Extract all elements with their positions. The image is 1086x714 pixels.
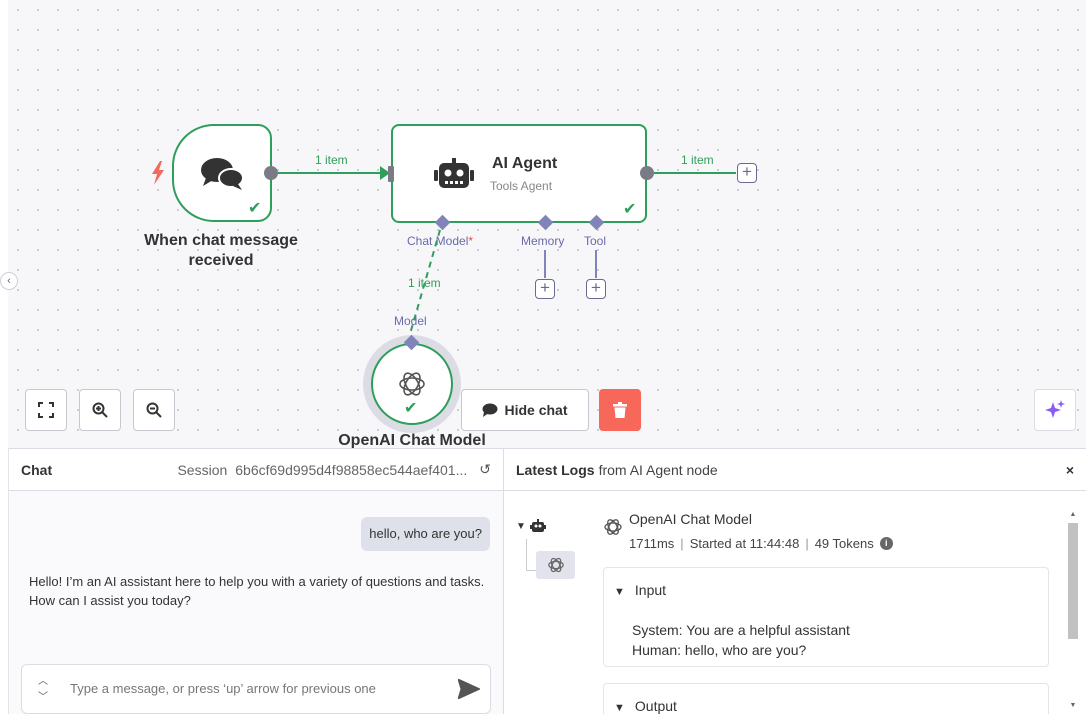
openai-icon <box>399 372 425 396</box>
lightning-icon <box>152 161 164 185</box>
memory-port-label: Memory <box>521 234 565 248</box>
robot-icon <box>434 158 474 188</box>
tree-item-openai-chat-model[interactable] <box>536 551 575 579</box>
log-node-name: OpenAI Chat Model <box>629 511 752 527</box>
connection-line <box>654 172 736 174</box>
scroll-down-icon[interactable]: ▼ <box>1069 702 1077 709</box>
connection-label: 1 item <box>315 153 348 167</box>
log-input-section: ▼Input System: You are a helpful assista… <box>603 567 1049 667</box>
log-started: Started at 11:44:48 <box>689 536 800 551</box>
agent-node-title: AI Agent <box>492 155 558 172</box>
model-dashed-connection <box>409 229 441 335</box>
success-check-icon: ✔ <box>623 201 637 218</box>
openai-icon <box>604 519 622 535</box>
hide-chat-label: Hide chat <box>504 402 568 418</box>
delete-button[interactable] <box>599 389 641 431</box>
user-message: hello, who are you? <box>361 517 490 551</box>
logs-panel: Latest Logs from AI Agent node × ▼ OpenA… <box>504 448 1086 714</box>
output-section-toggle[interactable]: ▼Output <box>614 698 677 714</box>
session-id[interactable]: 6b6cf69d995d4f98858ec544aef401... <box>235 461 468 478</box>
log-stats: 1711ms | Started at 11:44:48 | 49 Tokens… <box>629 536 893 551</box>
arrow-head-icon <box>380 166 390 180</box>
ai-assistant-button[interactable] <box>1034 389 1076 431</box>
logs-title: Latest Logs <box>516 461 595 478</box>
openai-icon <box>547 557 564 573</box>
trigger-node-when-chat-message-received[interactable]: ✔ <box>172 124 272 222</box>
logs-scrollbar[interactable]: ▲ ▼ <box>1068 511 1078 709</box>
comment-icon <box>482 403 498 417</box>
openai-chat-model-node[interactable]: ✔ <box>371 343 453 425</box>
tool-connector <box>595 250 597 278</box>
chevron-up-icon[interactable]: ︿ <box>38 676 48 687</box>
chat-input-box[interactable]: ︿ ﹀ Type a message, or press ‘up’ arrow … <box>21 664 491 714</box>
zoom-in-icon <box>92 402 108 418</box>
chat-title: Chat <box>21 461 53 478</box>
chevron-down-icon[interactable]: ﹀ <box>38 692 48 703</box>
robot-icon <box>530 519 546 532</box>
tool-port-label: Tool <box>584 234 607 248</box>
hide-chat-button[interactable]: Hide chat <box>461 389 589 431</box>
chevron-down-icon: ▼ <box>614 586 625 598</box>
trigger-node-title: When chat message received <box>144 232 298 269</box>
fit-view-icon <box>38 402 54 418</box>
add-node-button[interactable]: + <box>737 163 757 183</box>
input-line: Human: hello, who are you? <box>632 642 807 658</box>
scroll-thumb[interactable] <box>1068 523 1078 639</box>
workflow-canvas[interactable]: ✔ 1 item When chat message received AI A… <box>8 0 1086 448</box>
ai-agent-node[interactable]: AI Agent Tools Agent ✔ <box>388 124 647 223</box>
memory-connector <box>544 250 546 278</box>
success-check-icon: ✔ <box>404 400 418 417</box>
log-tokens: 49 Tokens <box>814 536 874 551</box>
agent-output-port[interactable] <box>640 166 654 180</box>
tree-connector <box>526 539 536 571</box>
model-node-title: OpenAI Chat Model <box>338 432 486 448</box>
logs-header: Latest Logs from AI Agent node × <box>504 449 1086 491</box>
chat-bubbles-icon <box>201 158 244 190</box>
log-duration: 1711ms <box>629 536 675 551</box>
close-icon[interactable]: × <box>1065 461 1074 478</box>
session-label: Session <box>177 461 228 478</box>
input-line: System: You are a helpful assistant <box>632 622 850 638</box>
chevron-down-icon: ▼ <box>614 702 625 714</box>
connection-label: 1 item <box>681 153 714 167</box>
chat-header: Chat Session 6b6cf69d995d4f98858ec544aef… <box>9 449 503 491</box>
chat-panel: Chat Session 6b6cf69d995d4f98858ec544aef… <box>9 448 504 714</box>
sparkle-icon <box>1045 400 1065 418</box>
add-memory-button[interactable]: + <box>535 279 555 299</box>
input-content: System: You are a helpful assistant Huma… <box>632 620 850 660</box>
agent-node-subtitle: Tools Agent <box>490 179 553 193</box>
send-icon[interactable] <box>458 679 480 699</box>
agent-input-port[interactable] <box>388 166 394 182</box>
chat-message-input[interactable]: Type a message, or press ‘up’ arrow for … <box>70 681 376 696</box>
zoom-to-fit-button[interactable] <box>25 389 67 431</box>
zoom-in-button[interactable] <box>79 389 121 431</box>
success-check-icon: ✔ <box>248 200 262 217</box>
logs-title-source: from AI Agent node <box>598 461 718 478</box>
expand-sidebar-button[interactable]: ‹ <box>0 272 18 290</box>
zoom-out-icon <box>146 402 162 418</box>
connection-line <box>278 172 388 174</box>
input-section-toggle[interactable]: ▼Input <box>614 582 667 598</box>
model-port-label: Model <box>394 314 427 328</box>
trash-icon <box>613 402 627 418</box>
history-arrows[interactable]: ︿ ﹀ <box>38 674 48 706</box>
refresh-session-icon[interactable]: ↺ <box>479 461 491 477</box>
assistant-message: Hello! I’m an AI assistant here to help … <box>29 574 485 608</box>
chevron-down-icon[interactable]: ▼ <box>516 521 526 532</box>
trigger-output-port[interactable] <box>264 166 278 180</box>
connection-label: 1 item <box>408 276 441 290</box>
info-icon[interactable]: i <box>879 537 893 550</box>
scroll-up-icon[interactable]: ▲ <box>1069 511 1077 518</box>
zoom-out-button[interactable] <box>133 389 175 431</box>
add-tool-button[interactable]: + <box>586 279 606 299</box>
log-output-section: ▼Output <box>603 683 1049 714</box>
